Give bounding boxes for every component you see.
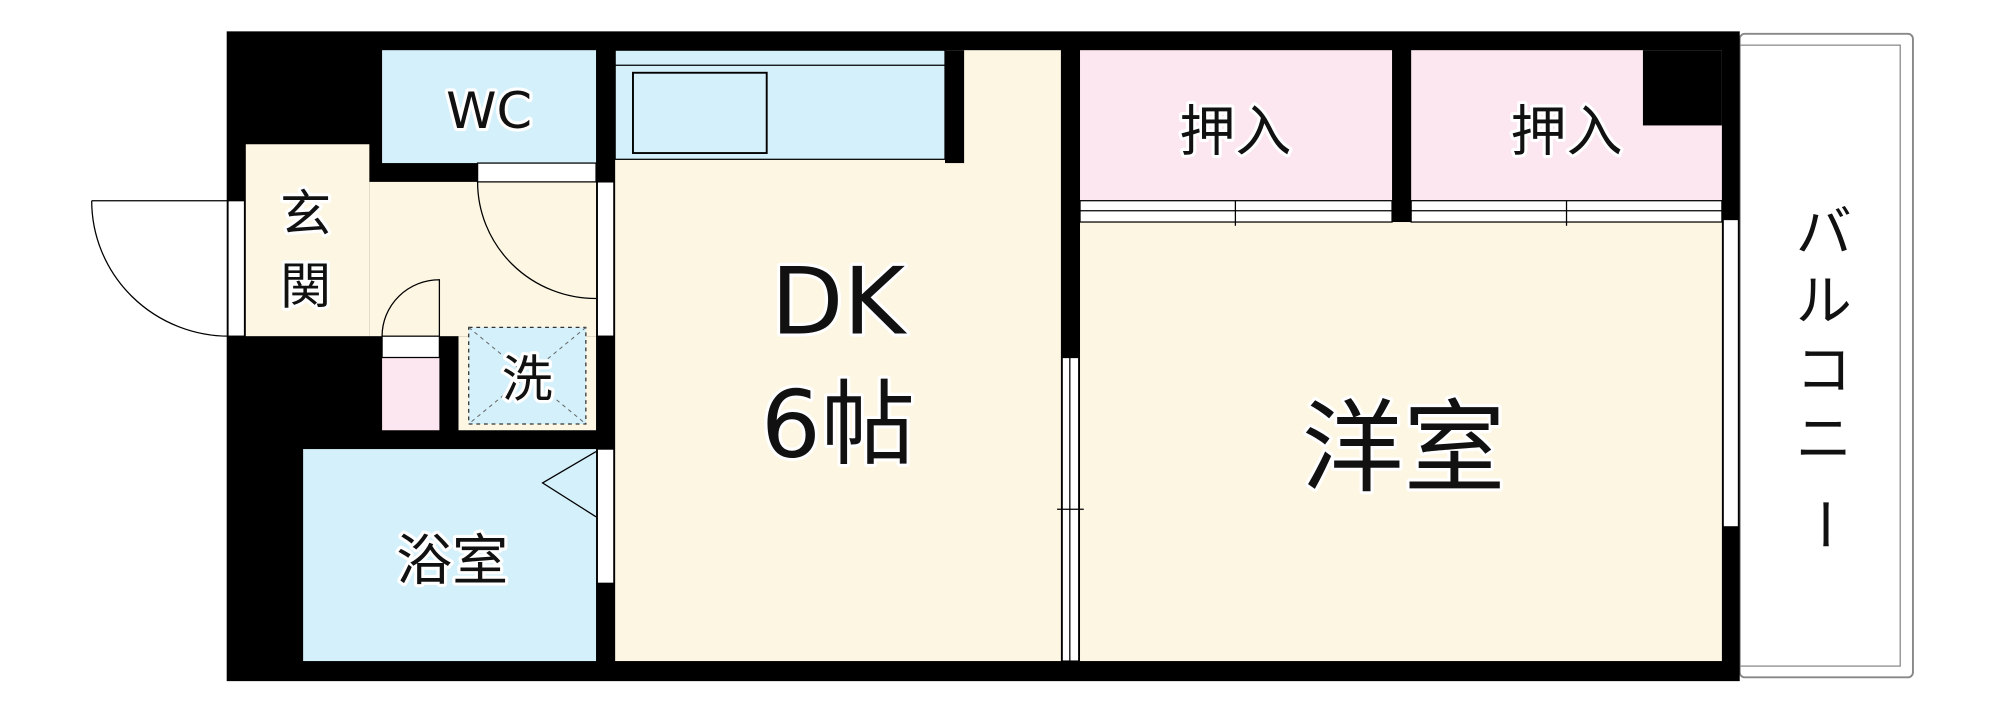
balcony-label-2: ル (1796, 269, 1852, 334)
balcony-label-3: コ (1796, 338, 1852, 403)
wash-label: 洗 (502, 350, 553, 409)
oshiire-1 (1080, 50, 1393, 201)
genkan (245, 144, 370, 337)
bath-door[interactable] (596, 448, 615, 584)
dk-size: 6帖 (761, 371, 915, 479)
genkan-label-2: 関 (280, 257, 331, 316)
wash-door[interactable] (381, 279, 441, 337)
balcony-label-4: ニ (1796, 407, 1852, 472)
sink (632, 71, 768, 154)
oshiire-1-label: 押入 (1179, 100, 1291, 165)
genkan-label-1: 玄 (280, 184, 331, 243)
hallway (369, 181, 597, 337)
western-room (1080, 222, 1722, 662)
wc-room (382, 50, 597, 164)
bath-room (303, 449, 597, 662)
oshiire-2-label: 押入 (1510, 100, 1622, 165)
wc-door[interactable] (476, 181, 597, 300)
wc-label: WC (446, 81, 532, 140)
balcony-label-1: バ (1796, 200, 1852, 265)
window (1722, 218, 1740, 528)
western-label: 洋室 (1302, 390, 1506, 507)
dk-name: DK (771, 248, 908, 356)
bath-label: 浴室 (396, 529, 508, 594)
entrance-door[interactable] (91, 200, 230, 337)
balcony-label-5: ー (1791, 497, 1856, 552)
